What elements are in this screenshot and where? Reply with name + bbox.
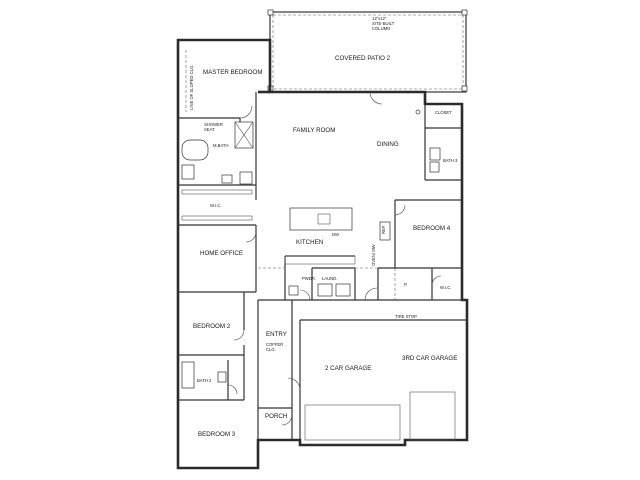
label-kitchen: KITCHEN — [296, 239, 323, 246]
label-bedroom2: BEDROOM 2 — [193, 323, 231, 330]
toilet-icon — [429, 161, 440, 173]
garage-door-double — [304, 404, 401, 441]
toilet-icon — [288, 285, 299, 296]
fixtures — [181, 109, 456, 441]
label-bath3: BATH 3 — [443, 158, 458, 163]
label-tire-stop: TIRE STOP — [395, 314, 417, 319]
label-porch: PORCH — [265, 413, 287, 420]
toilet-icon — [217, 371, 227, 383]
label-pantry: P. — [404, 282, 407, 287]
label-home-office: HOME OFFICE — [200, 250, 243, 257]
label-shower: SHOWER — [204, 122, 223, 127]
washer-icon — [317, 283, 333, 297]
label-dw: DW — [332, 232, 339, 237]
fridge-icon — [379, 221, 391, 241]
exterior-walls — [176, 38, 469, 470]
label-closet: CLOSET — [435, 110, 452, 115]
sink-icon — [181, 164, 195, 180]
label-patio-note-1: 12"x12" — [372, 16, 387, 21]
kitchen-island — [289, 207, 353, 231]
label-patio-note-2: SITE-BUILT — [372, 21, 395, 26]
label-coffer-1: COFFER — [266, 342, 283, 347]
label-bedroom4: BEDROOM 4 — [413, 225, 451, 232]
label-bath2: BATH 2 — [197, 378, 212, 383]
label-dining: DINING — [377, 141, 399, 148]
label-covered-patio: COVERED PATIO 2 — [335, 55, 391, 62]
sink-icon — [429, 147, 441, 161]
label-bedroom3: BEDROOM 3 — [198, 431, 236, 438]
label-wic-bed4: W.I.C. — [440, 285, 451, 290]
label-patio-note-3: COLUMN — [372, 26, 390, 31]
label-sloped-ceiling: LINE OF SLOPED CLG. — [189, 65, 194, 110]
toilet-icon — [221, 174, 233, 184]
label-mbath: M.BATH — [213, 143, 229, 148]
door-swings — [227, 91, 442, 426]
garage-door-single — [409, 391, 456, 441]
label-coffer-2: CLG. — [266, 347, 276, 352]
room-labels: COVERED PATIO 2 12"x12" SITE-BUILT COLUM… — [189, 16, 458, 438]
label-2-car-garage: 2 CAR GARAGE — [325, 365, 371, 372]
label-seat: SEAT — [204, 127, 215, 132]
sink-icon — [239, 171, 253, 185]
label-wic-master: W.I.C. — [210, 203, 221, 208]
covered-patio — [267, 9, 468, 93]
label-ref: REF — [381, 225, 386, 234]
dashed-lines — [185, 50, 396, 300]
dryer-icon — [335, 283, 351, 297]
tub-icon — [181, 139, 209, 161]
label-laund: LAUND. — [322, 276, 337, 281]
label-entry: ENTRY — [266, 331, 287, 338]
label-oven: OVEN/ MW — [371, 244, 376, 266]
sink-icon — [317, 213, 331, 225]
tub-icon — [181, 361, 195, 389]
label-family-room: FAMILY ROOM — [293, 127, 335, 134]
label-pwdr: PWDR. — [302, 276, 316, 281]
label-master-bedroom: MASTER BEDROOM — [203, 69, 262, 76]
label-3rd-car-garage: 3RD CAR GARAGE — [402, 355, 457, 362]
